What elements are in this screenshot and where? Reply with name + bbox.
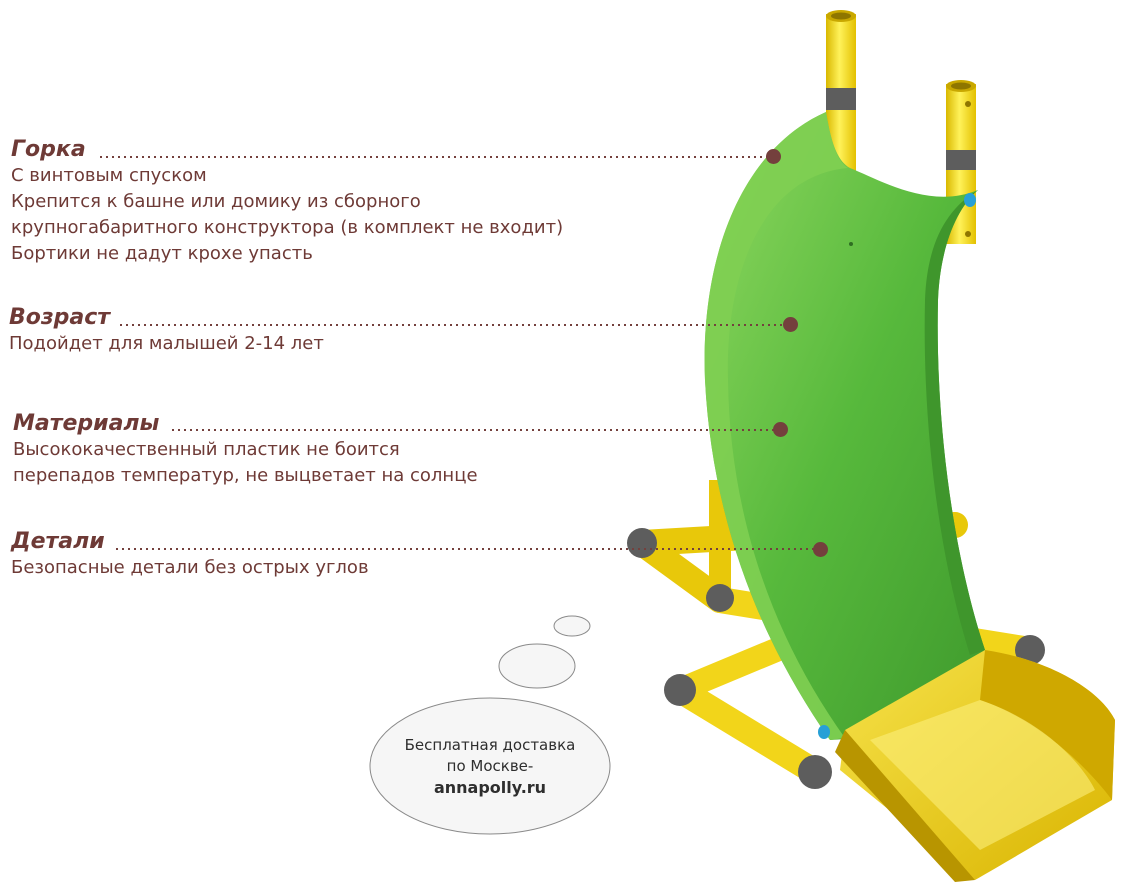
feature-marker-materials xyxy=(773,422,788,437)
feature-heading: Горка xyxy=(11,137,86,162)
feature-marker-details xyxy=(813,542,828,557)
feature-line: Бортики не дадут крохе упасть xyxy=(11,243,313,264)
feature-age: Возраст Подойдет для малышей 2-14 лет xyxy=(9,305,324,357)
feature-line: Безопасные детали без острых углов xyxy=(11,557,369,578)
delivery-line: Бесплатная доставка xyxy=(404,736,576,754)
leader-lines xyxy=(100,156,820,550)
feature-heading: Детали xyxy=(11,529,105,554)
feature-marker-slide xyxy=(766,149,781,164)
feature-line: С винтовым спуском xyxy=(11,165,207,186)
delivery-note: Бесплатная доставка по Москве- annapolly… xyxy=(370,735,610,798)
delivery-line: по Москве- xyxy=(446,757,534,775)
feature-materials: Материалы Высококачественный пластик не … xyxy=(13,411,478,489)
site-link[interactable]: annapolly.ru xyxy=(433,778,547,797)
feature-line: Крепится к башне или домику из сборного xyxy=(11,191,421,212)
green-slide xyxy=(704,112,985,740)
feature-line: Высококачественный пластик не боится xyxy=(13,439,400,460)
feature-line: перепадов температур, не выцветает на со… xyxy=(13,465,478,486)
thought-bubble xyxy=(369,615,611,835)
feature-line: крупногабаритного конструктора (в компле… xyxy=(11,217,564,238)
feature-heading: Материалы xyxy=(13,411,160,436)
feature-marker-age xyxy=(783,317,798,332)
feature-details: Детали Безопасные детали без острых угло… xyxy=(11,529,369,581)
feature-slide: Горка С винтовым спуском Крепится к башн… xyxy=(11,137,563,267)
feature-line: Подойдет для малышей 2-14 лет xyxy=(9,333,324,354)
yellow-exit xyxy=(835,650,1115,882)
feature-heading: Возраст xyxy=(9,305,111,330)
